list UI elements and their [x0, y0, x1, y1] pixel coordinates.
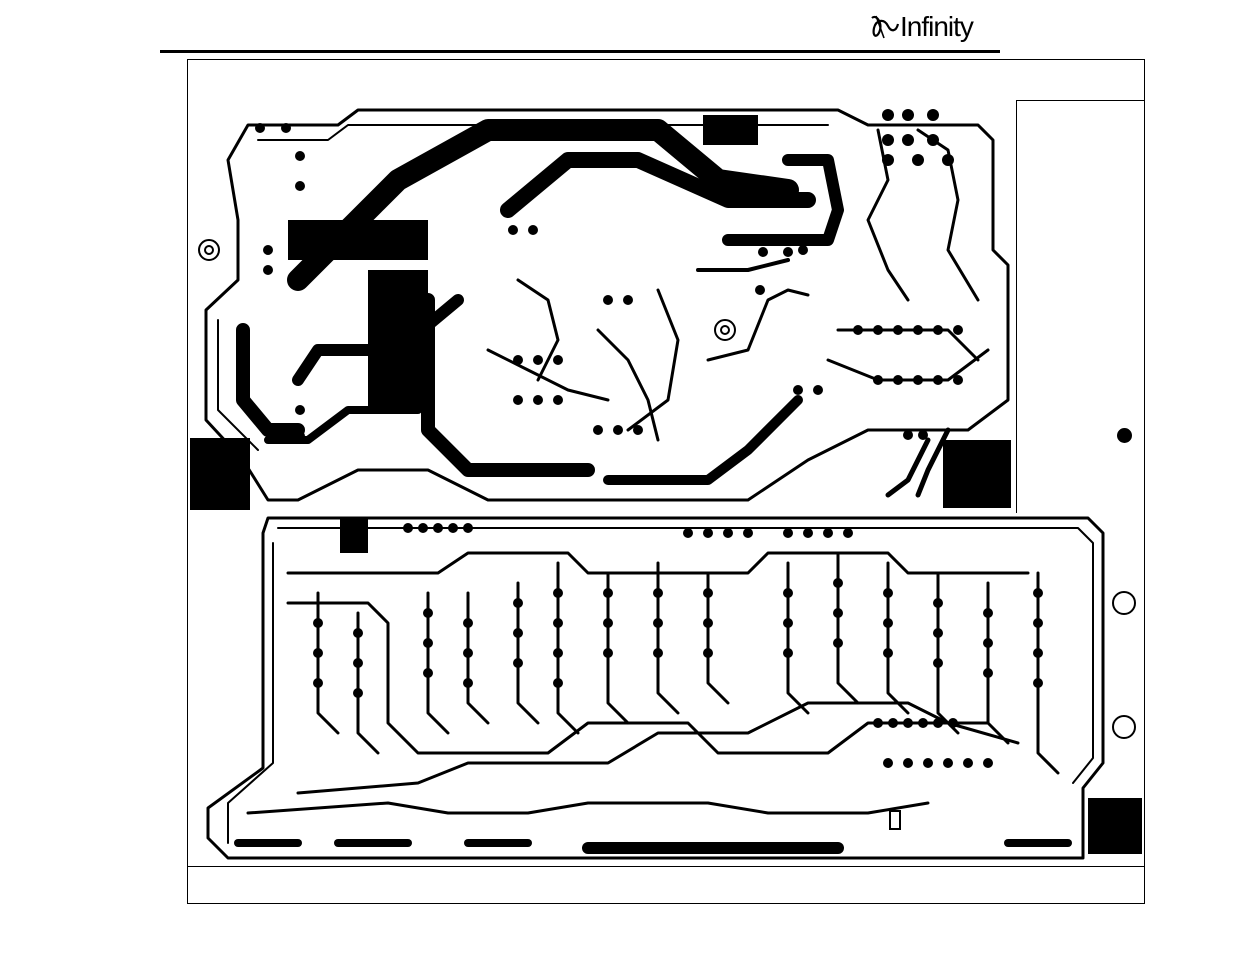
- frame-divider-vertical: [1016, 100, 1017, 513]
- pcb-bottom-panel: [188, 513, 1144, 865]
- brand-logo-text: Infinity: [900, 11, 973, 43]
- frame-divider-bottom: [188, 866, 1144, 867]
- pcb-top-artwork: [188, 100, 1016, 512]
- pcb-top-panel: [188, 100, 1016, 512]
- pcb-bottom-artwork: [188, 513, 1144, 865]
- brand-logo: Infinity: [868, 10, 973, 44]
- registration-dot-icon: [1117, 428, 1132, 443]
- header-rule: [160, 50, 1000, 53]
- pad-columns: [313, 578, 1043, 698]
- infinity-logo-icon: [868, 12, 902, 42]
